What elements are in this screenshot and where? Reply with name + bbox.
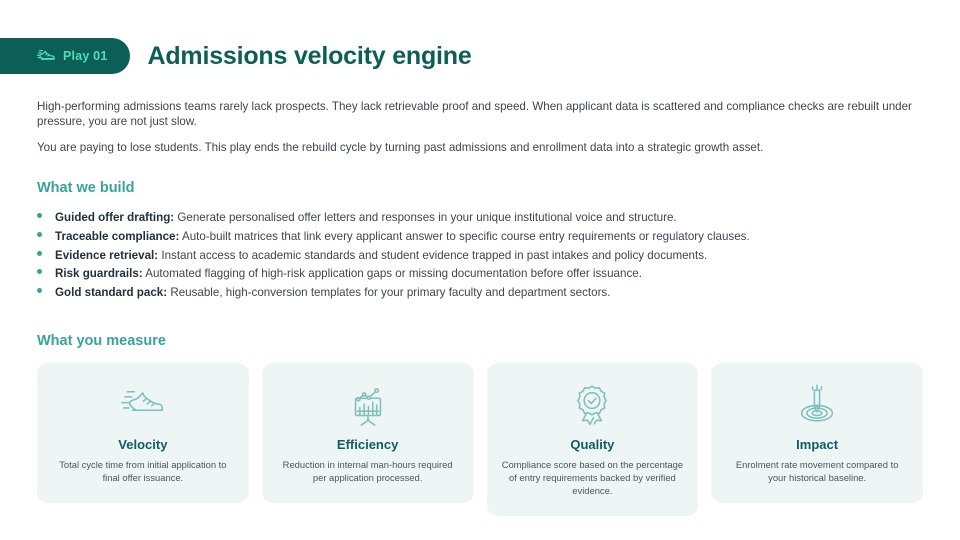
section-heading-what-you-measure: What you measure	[37, 333, 166, 349]
metric-card-quality: Quality Compliance score based on the pe…	[486, 363, 699, 517]
metric-card-title: Quality	[570, 437, 615, 452]
intro-paragraph-1: High-performing admissions teams rarely …	[37, 100, 912, 128]
bullet-dot-icon	[37, 288, 42, 294]
section-heading-what-we-build: What we build	[37, 180, 135, 196]
metric-card-impact: Impact Enrolment rate movement compared …	[711, 363, 923, 504]
metric-cards: Velocity Total cycle time from initial a…	[37, 363, 923, 517]
play-badge-label: Play 01	[63, 49, 108, 63]
list-item-text: Gold standard pack: Reusable, high-conve…	[55, 287, 610, 299]
running-shoe-speed-icon	[36, 46, 56, 66]
bullet-dot-icon	[37, 269, 42, 275]
list-item-text: Guided offer drafting: Generate personal…	[55, 212, 677, 224]
list-item-text: Traceable compliance: Auto-built matrice…	[55, 229, 750, 243]
list-item-term: Gold standard pack:	[55, 286, 168, 300]
play-badge: Play 01	[0, 38, 130, 74]
intro-paragraph-2: You are paying to lose students. This pl…	[37, 140, 764, 154]
list-item: Guided offer drafting: Generate personal…	[37, 212, 750, 224]
list-item: Gold standard pack: Reusable, high-conve…	[37, 287, 750, 299]
list-item-description: Auto-built matrices that link every appl…	[181, 229, 750, 243]
running-shoe-speed-icon	[120, 381, 166, 427]
metric-card-description: Enrolment rate movement compared to your…	[735, 459, 899, 484]
what-we-build-list: Guided offer drafting: Generate personal…	[37, 212, 750, 306]
slide-header: Play 01 Admissions velocity engine	[0, 38, 472, 74]
bar-chart-easel-icon	[345, 381, 391, 427]
intro-paragraphs: High-performing admissions teams rarely …	[37, 100, 923, 155]
list-item-description: Instant access to academic standards and…	[161, 248, 708, 262]
bullet-dot-icon	[37, 250, 42, 256]
metric-card-title: Impact	[796, 437, 839, 452]
page-title: Admissions velocity engine	[147, 41, 472, 70]
list-item-term: Guided offer drafting:	[55, 211, 175, 224]
metric-card-title: Velocity	[118, 437, 168, 452]
list-item-text: Evidence retrieval: Instant access to ac…	[55, 248, 708, 262]
metric-card-title: Efficiency	[336, 437, 399, 452]
metric-card-efficiency: Efficiency Reduction in internal man-hou…	[261, 363, 474, 504]
list-item: Evidence retrieval: Instant access to ac…	[37, 248, 750, 262]
metric-card-velocity: Velocity Total cycle time from initial a…	[37, 363, 249, 504]
list-item-description: Automated flagging of high-risk applicat…	[145, 267, 642, 281]
bullet-dot-icon	[37, 213, 42, 218]
list-item: Risk guardrails: Automated flagging of h…	[37, 268, 750, 280]
list-item-text: Risk guardrails: Automated flagging of h…	[55, 268, 642, 280]
list-item-term: Risk guardrails:	[55, 267, 143, 281]
metric-card-description: Reduction in internal man-hours required…	[282, 459, 453, 484]
list-item-description: Generate personalised offer letters and …	[177, 211, 677, 224]
list-item-description: Reusable, high-conversion templates for …	[170, 286, 611, 300]
dart-target-bullseye-icon	[794, 381, 840, 427]
list-item-term: Evidence retrieval:	[55, 248, 159, 262]
list-item-term: Traceable compliance:	[55, 229, 180, 243]
metric-card-description: Compliance score based on the percentage…	[501, 459, 684, 497]
bullet-dot-icon	[37, 231, 42, 237]
award-ribbon-check-icon	[569, 381, 615, 427]
metric-card-description: Total cycle time from initial applicatio…	[59, 459, 227, 484]
list-item: Traceable compliance: Auto-built matrice…	[37, 229, 750, 243]
